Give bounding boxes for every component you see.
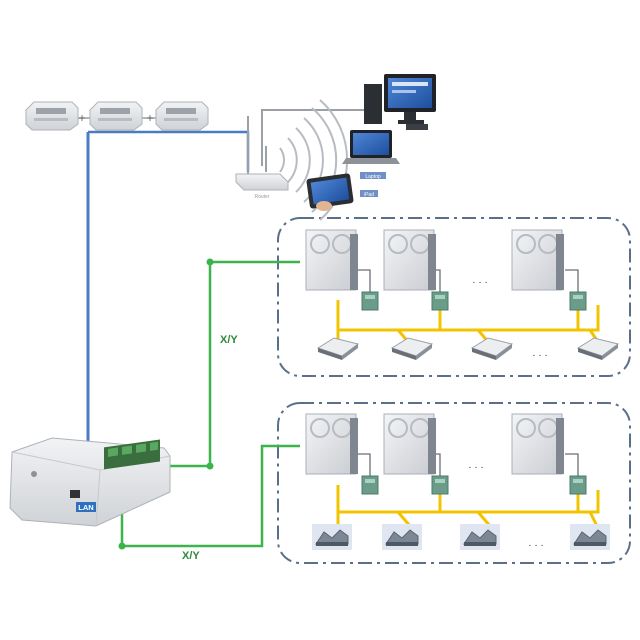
- lan-cable-top: [88, 130, 250, 172]
- laptop-icon: [342, 130, 400, 164]
- xy-label-lower: X/Y: [182, 550, 200, 562]
- vrf-outdoor-unit-icon: [305, 413, 358, 475]
- duct-indoor-unit-icon: [312, 524, 352, 550]
- ellipsis-indoor-lower: · · ·: [528, 540, 544, 551]
- din-module-icon: [25, 101, 79, 131]
- vrf-outdoor-unit-icon: [305, 229, 358, 291]
- plus-sign-2: +: [146, 111, 153, 125]
- ellipsis-outdoor-upper: · · ·: [472, 277, 488, 288]
- interface-module-icon: [569, 475, 587, 495]
- cassette-indoor-unit-icon: [470, 337, 514, 360]
- cassette-indoor-unit-icon: [576, 337, 620, 360]
- ellipsis-outdoor-lower: · · ·: [468, 462, 484, 473]
- indoor-group-lower-border: [277, 402, 631, 564]
- interface-module-icon: [361, 291, 379, 311]
- xy-label-upper: X/Y: [220, 334, 238, 346]
- gateway-controller-icon: [9, 437, 171, 527]
- indoor-group-upper-border: [277, 217, 631, 377]
- xy-bus-upper: [160, 260, 300, 468]
- interface-module-icon: [361, 475, 379, 495]
- vrf-outdoor-unit-icon: [383, 229, 436, 291]
- lan-label: LAN: [78, 503, 93, 512]
- pad-caption-tag: [360, 190, 378, 197]
- vrf-outdoor-unit-icon: [511, 229, 564, 291]
- cassette-indoor-unit-icon: [316, 337, 360, 360]
- duct-indoor-unit-icon: [460, 524, 500, 550]
- wifi-router-icon: [235, 146, 289, 191]
- duct-indoor-unit-icon: [570, 524, 610, 550]
- laptop-caption: Laptop: [365, 174, 381, 180]
- desktop-pc-icon: [364, 74, 436, 130]
- interface-module-icon: [431, 291, 449, 311]
- tablet-icon: [306, 173, 354, 211]
- interface-module-icon: [569, 291, 587, 311]
- ellipsis-indoor-upper: · · ·: [532, 350, 548, 361]
- lan-tag: [76, 502, 96, 512]
- xy-bus-lower: [120, 444, 300, 548]
- din-module-icon: [89, 101, 143, 131]
- interface-module-icon: [431, 475, 449, 495]
- cassette-indoor-unit-icon: [390, 337, 434, 360]
- plus-sign-1: +: [78, 111, 85, 125]
- din-module-icon: [155, 101, 209, 131]
- pad-caption: iPad: [364, 192, 374, 198]
- vrf-outdoor-unit-icon: [511, 413, 564, 475]
- vrf-outdoor-unit-icon: [383, 413, 436, 475]
- duct-indoor-unit-icon: [382, 524, 422, 550]
- laptop-caption-tag: [360, 172, 386, 179]
- router-caption: Router: [254, 194, 269, 200]
